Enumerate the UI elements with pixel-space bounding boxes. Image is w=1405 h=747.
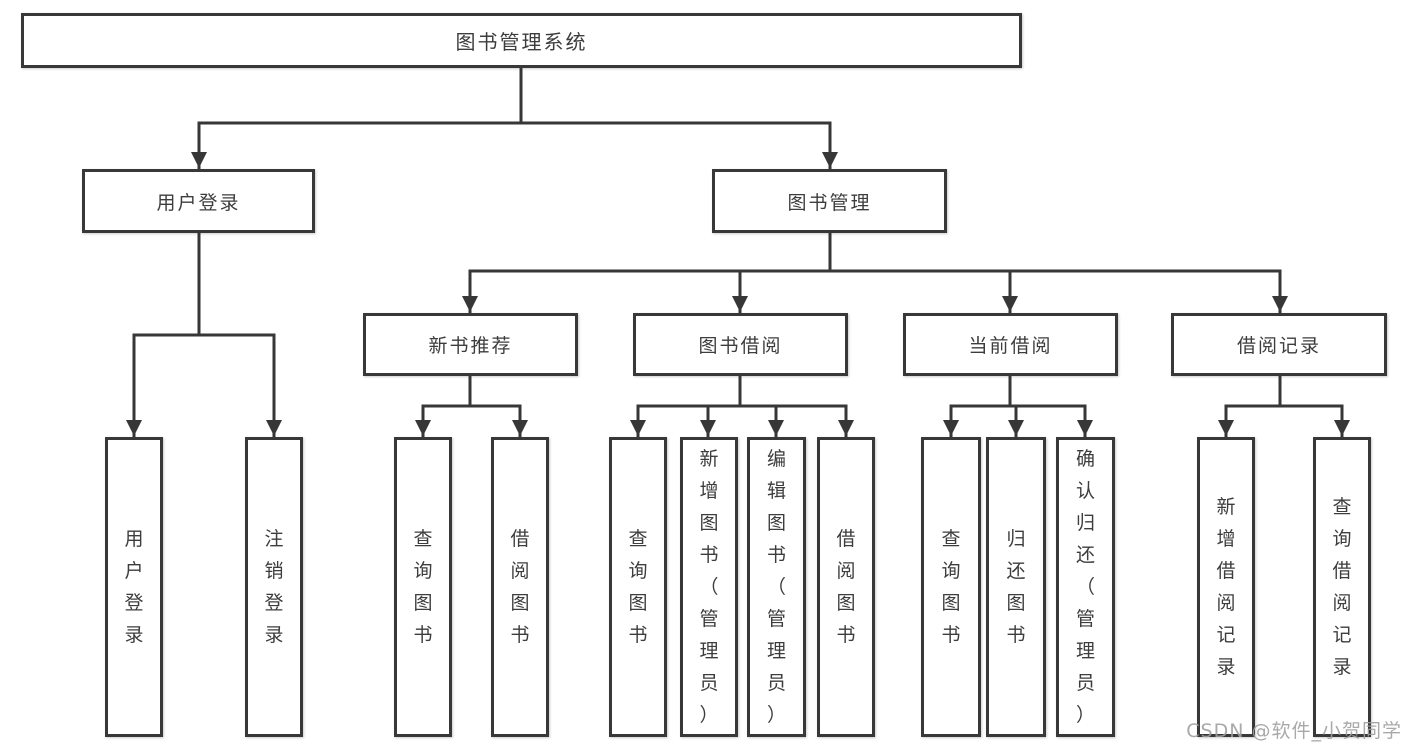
leaf-query-books-2: 查询图书 [609,437,667,737]
leaf-borrow-books-1: 借阅图书 [491,437,549,737]
leaf-label: 借阅图书 [836,528,856,646]
leaf-edit-books-admin: 编辑图书（管理员） [747,437,806,737]
leaf-query-borrow-record: 查询借阅记录 [1313,437,1371,737]
leaf-borrow-books-2: 借阅图书 [817,437,875,737]
leaf-add-books-admin: 新增图书（管理员） [680,437,738,737]
node-library-management-system: 图书管理系统 [21,13,1022,68]
leaf-label: 用户登录 [124,528,144,646]
leaf-label: 确认归还（管理员） [1075,448,1095,726]
leaf-logout: 注销登录 [245,437,303,737]
leaf-label: 借阅图书 [510,528,530,646]
node-label: 新书推荐 [428,335,513,357]
node-new-book-recommend: 新书推荐 [363,313,578,376]
leaf-label: 归还图书 [1006,528,1026,646]
node-label: 图书管理系统 [455,30,588,54]
node-current-borrow: 当前借阅 [903,313,1118,376]
node-borrow-record: 借阅记录 [1171,313,1387,376]
leaf-label: 注销登录 [264,528,284,646]
node-user-login: 用户登录 [82,169,315,233]
leaf-label: 新增图书（管理员） [699,448,719,726]
leaf-label: 查询图书 [941,528,961,646]
node-label: 用户登录 [156,191,241,214]
csdn-watermark: CSDN @软件_小贺同学 [1186,720,1402,742]
leaf-label: 查询借阅记录 [1332,496,1352,678]
node-label: 图书借阅 [698,335,783,357]
leaf-return-books: 归还图书 [986,437,1046,737]
leaf-confirm-return-admin: 确认归还（管理员） [1056,437,1115,737]
leaf-label: 新增借阅记录 [1216,496,1236,678]
leaf-user-login: 用户登录 [105,437,163,737]
node-label: 当前借阅 [968,335,1053,357]
node-label: 借阅记录 [1236,335,1321,357]
leaf-label: 编辑图书（管理员） [766,448,786,726]
node-book-borrow: 图书借阅 [633,313,848,376]
leaf-add-borrow-record: 新增借阅记录 [1197,437,1255,737]
node-label: 图书管理 [787,191,872,214]
leaf-label: 查询图书 [413,528,433,646]
leaf-query-books-1: 查询图书 [394,437,452,737]
leaf-query-books-3: 查询图书 [921,437,981,737]
node-book-management: 图书管理 [712,169,947,233]
leaf-label: 查询图书 [628,528,648,646]
